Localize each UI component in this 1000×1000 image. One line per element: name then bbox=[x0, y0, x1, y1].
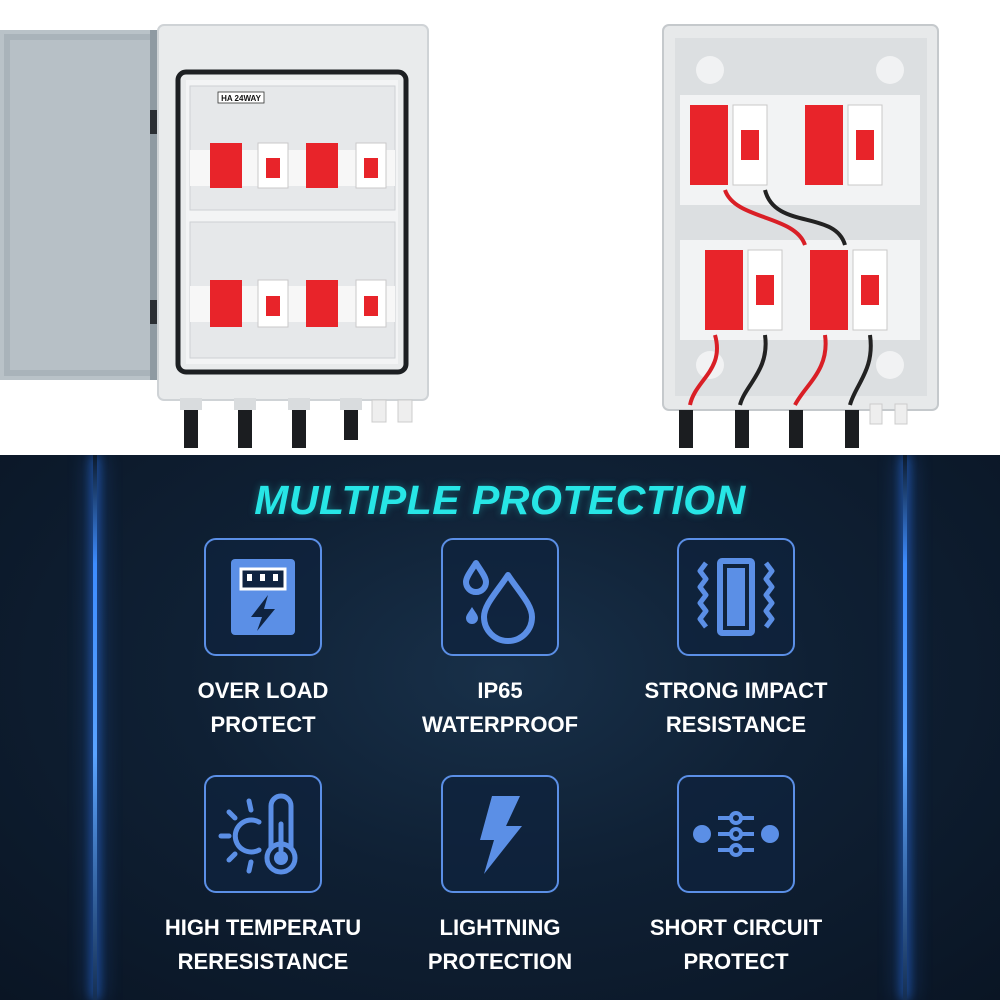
enclosure-open-door-image: HA 24WAY bbox=[0, 24, 429, 448]
enclosure-interior-image bbox=[662, 24, 939, 448]
feature-label-line2: PROTECTION bbox=[427, 949, 573, 974]
impact-resistance-icon bbox=[677, 538, 795, 656]
feature-label-line1: OVER LOAD bbox=[197, 678, 329, 703]
feature-label-line2: RESISTANCE bbox=[665, 712, 807, 737]
feature-high-temperature: HIGH TEMPERATU RERESISTANCE bbox=[143, 775, 383, 979]
feature-label-line1: LIGHTNING bbox=[439, 915, 561, 940]
feature-label-line2: RERESISTANCE bbox=[177, 949, 349, 974]
feature-label-line2: PROTECT bbox=[210, 712, 316, 737]
sun-thermometer-icon bbox=[204, 775, 322, 893]
feature-waterproof: IP65 WATERPROOF bbox=[380, 538, 620, 742]
product-photo-area: HA 24WAY bbox=[0, 0, 1000, 455]
right-glow-line bbox=[903, 455, 907, 1000]
feature-label-line2: WATERPROOF bbox=[421, 712, 579, 737]
section-heading: MULTIPLE PROTECTION bbox=[254, 477, 746, 523]
feature-label-line2: PROTECT bbox=[683, 949, 789, 974]
feature-label-line1: STRONG IMPACT bbox=[644, 678, 828, 703]
feature-label-line1: IP65 bbox=[477, 678, 523, 703]
feature-impact: STRONG IMPACT RESISTANCE bbox=[616, 538, 856, 742]
feature-over-load: OVER LOAD PROTECT bbox=[143, 538, 383, 742]
feature-lightning: LIGHTNING PROTECTION bbox=[380, 775, 620, 979]
feature-short-circuit: SHORT CIRCUIT PROTECT bbox=[616, 775, 856, 979]
panel-label: HA 24WAY bbox=[221, 94, 262, 103]
feature-label-line1: SHORT CIRCUIT bbox=[649, 915, 823, 940]
lightning-bolt-icon bbox=[441, 775, 559, 893]
meter-lightning-icon bbox=[204, 538, 322, 656]
feature-label-line1: HIGH TEMPERATU bbox=[164, 915, 362, 940]
water-drops-icon bbox=[441, 538, 559, 656]
left-glow-line bbox=[93, 455, 97, 1000]
features-panel: MULTIPLE PROTECTION OVER LOAD PROTECT bbox=[0, 455, 1000, 1000]
circuit-sliders-icon bbox=[677, 775, 795, 893]
